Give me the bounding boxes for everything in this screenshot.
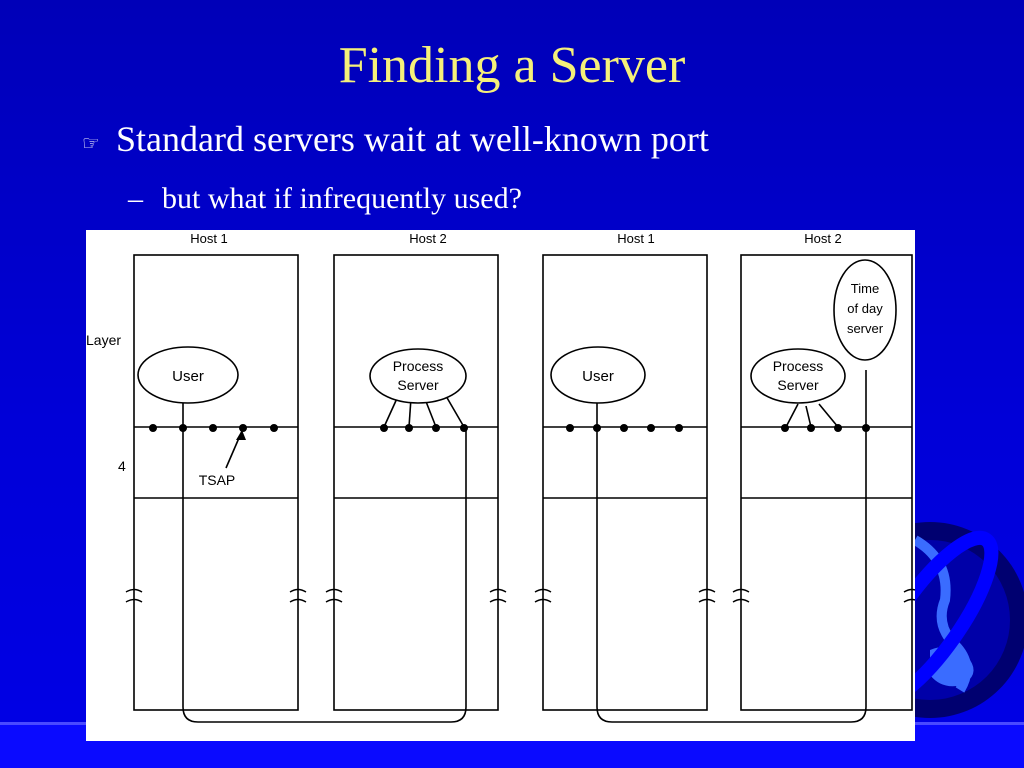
bullet-2-text: but what if infrequently used?	[162, 182, 522, 215]
tsap-dots	[149, 424, 870, 440]
left-host1-label: Host 1	[190, 231, 228, 246]
bullet-point-1: ☞ Standard servers wait at well-known por…	[82, 117, 709, 165]
right-host2-label: Host 2	[804, 231, 842, 246]
tsap-label: TSAP	[199, 472, 236, 488]
layer-number: 4	[118, 458, 126, 474]
diagram-figure: Host 1 Host 2 Host 1 Host 2 Layer 4 TSAP…	[86, 231, 921, 723]
layer-label: Layer	[86, 332, 121, 348]
server-diagram: Host 1 Host 2 Host 1 Host 2 Layer 4 TSAP…	[86, 230, 921, 741]
left-process-server-line2: Server	[397, 377, 439, 393]
bullet-2-dash: –	[128, 182, 143, 215]
left-user-oval	[137, 346, 239, 404]
left-host2-box	[333, 254, 499, 711]
right-user-oval	[550, 346, 646, 404]
right-host2-box	[740, 254, 913, 711]
right-user-label: User	[582, 368, 614, 385]
left-user-label: User	[172, 368, 204, 385]
time-of-day-server-oval	[833, 259, 897, 361]
left-process-server-oval	[369, 348, 467, 404]
left-host1-box	[133, 254, 299, 711]
right-host1-label: Host 1	[617, 231, 655, 246]
right-process-server-line1: Process	[773, 358, 824, 374]
bullet-1-text: Standard servers wait at well-known port	[116, 119, 709, 159]
tsap-arrowhead	[236, 430, 246, 440]
bullet-point-2: –but what if infrequently used?	[128, 180, 522, 218]
time-server-line1: Time	[851, 281, 879, 296]
time-server-line2: of day	[847, 301, 883, 316]
right-host1-box	[542, 254, 708, 711]
left-process-server-line1: Process	[393, 358, 444, 374]
time-server-line3: server	[847, 321, 884, 336]
left-host2-label: Host 2	[409, 231, 447, 246]
right-process-server-oval	[750, 348, 846, 404]
pointing-hand-icon: ☞	[82, 130, 100, 155]
right-process-server-line2: Server	[777, 377, 819, 393]
slide-title: Finding a Server	[338, 37, 686, 94]
